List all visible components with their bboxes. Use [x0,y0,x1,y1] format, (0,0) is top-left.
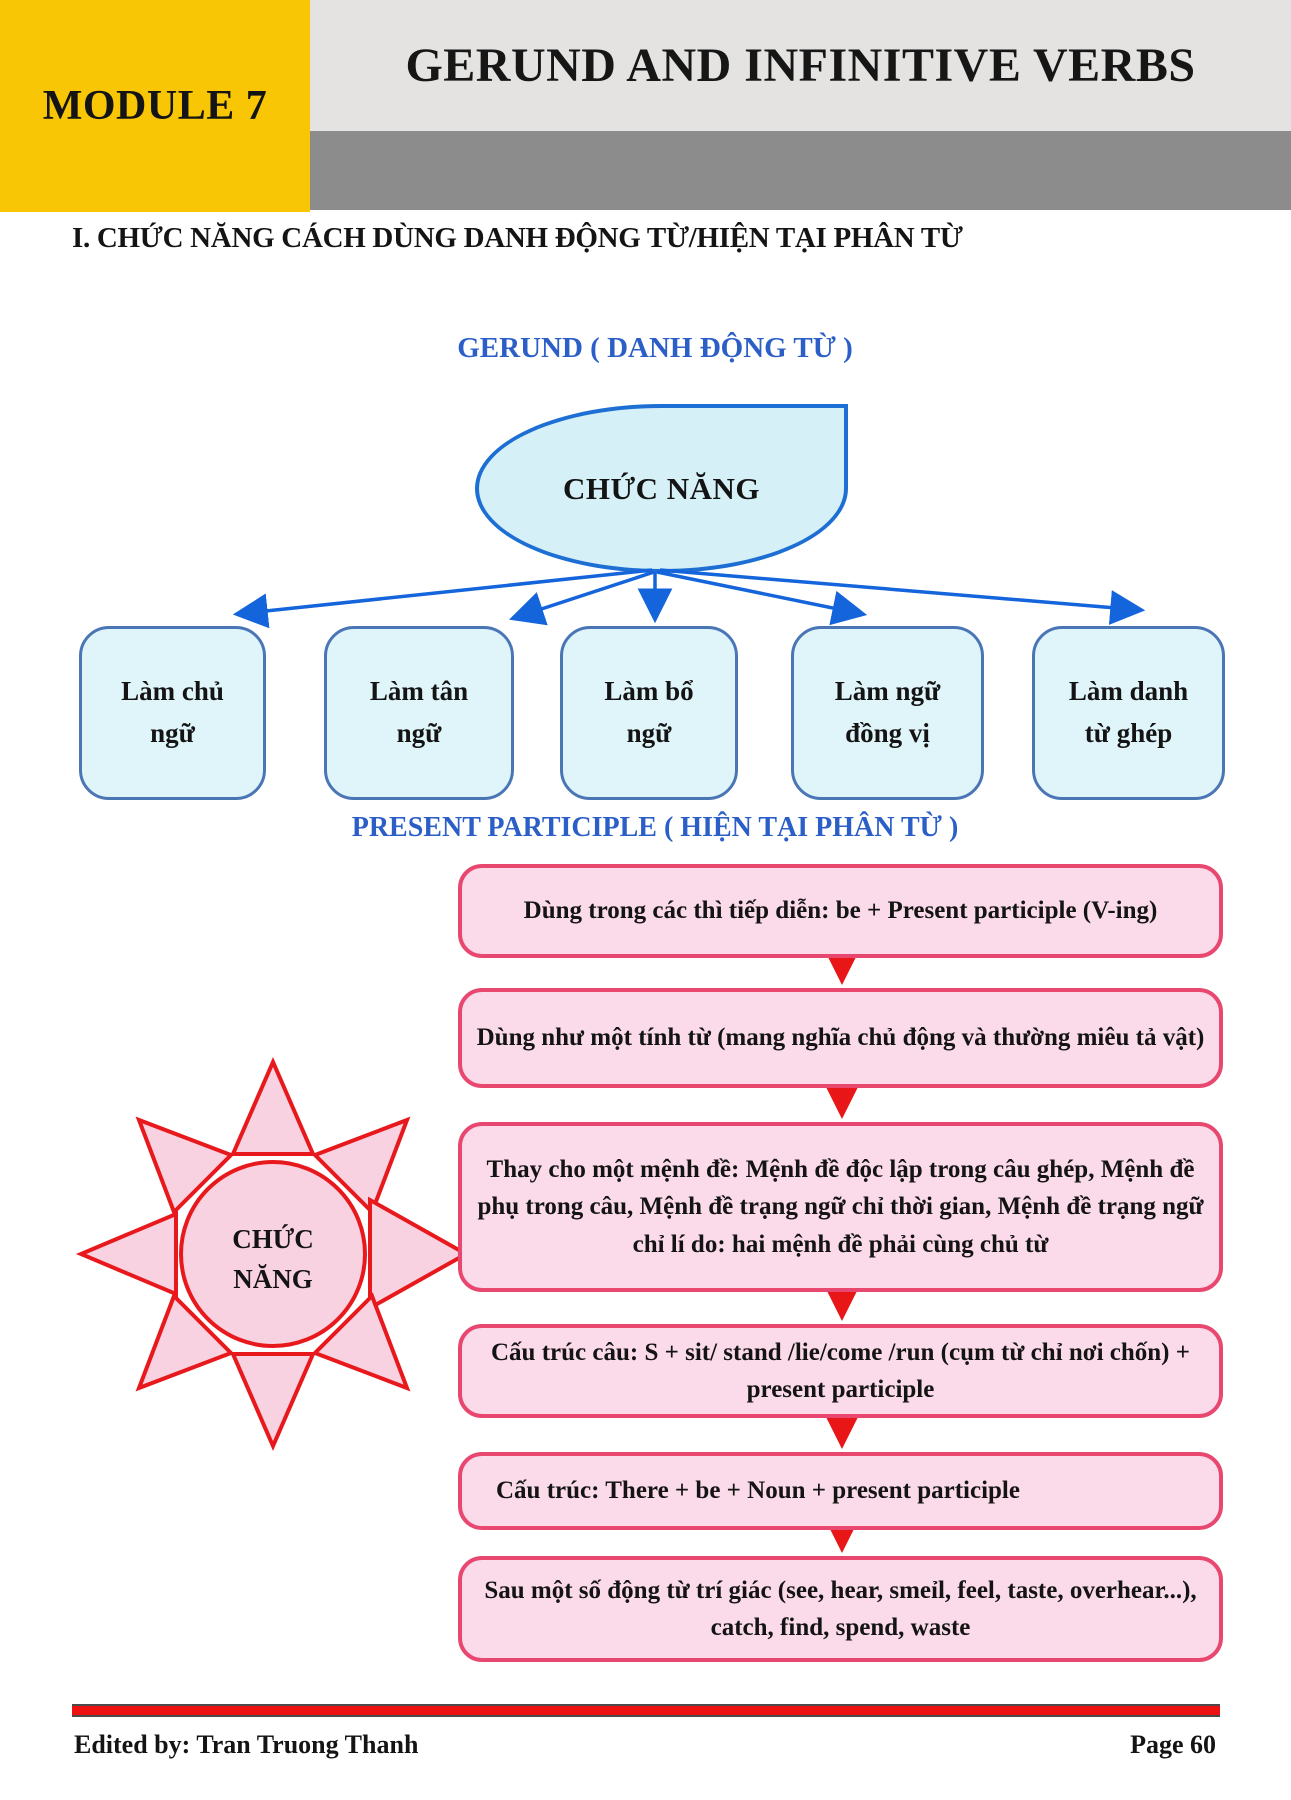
flow-box-1: Dùng trong các thì tiếp diễn: be + Prese… [458,864,1223,958]
flow-box-text: Dùng như một tính từ (mang nghĩa chủ độn… [476,1024,1205,1052]
sun-ray-se [311,1292,411,1392]
page-title: GERUND AND INFINITIVE VERBS [405,39,1196,92]
function-box-label: ngữ [626,718,672,748]
section-heading: I. CHỨC NĂNG CÁCH DÙNG DANH ĐỘNG TỪ/HIỆN… [72,222,963,254]
gerund-heading: GERUND ( DANH ĐỘNG TỪ ) [457,332,853,364]
sun-label-line1: CHỨC [232,1224,314,1254]
sun-circle [179,1160,367,1348]
sun-ray-e-arrow [368,1196,471,1312]
arrow-to-object-box [509,570,655,626]
sun-ray-s [229,1352,317,1452]
header-dark-band [310,131,1291,210]
function-box-label: Làm bổ [604,676,694,707]
sun-ray-nw [135,1116,235,1216]
gerund-bubble-label: CHỨC NĂNG [562,470,761,506]
gerund-fan-arrows [232,568,1146,629]
sun-label-line2: NĂNG [233,1264,313,1294]
function-box-label: ngữ [150,718,195,748]
flow-box-4: Cấu trúc câu: S + sit/ stand /lie/come /… [458,1324,1223,1418]
present-participle-heading: PRESENT PARTICIPLE ( HIỆN TẠI PHÂN TỪ ) [351,812,959,843]
flow-box-text: Thay cho một mệnh đề: Mệnh đề độc lập tr… [477,1155,1204,1258]
flow-box-text: Cấu trúc câu: S + sit/ stand /lie/come /… [491,1338,1190,1404]
sun-diagram [75,1056,471,1452]
flow-box-text: Sau một số động từ trí giác (see, hear, … [484,1576,1197,1642]
function-box-label: đồng vị [845,718,930,748]
function-box-label: Làm danh [1068,676,1189,707]
function-box-complement: Làm bổ ngữ [560,626,738,800]
sun-ray-sw [135,1292,235,1392]
header-title-band: GERUND AND INFINITIVE VERBS [310,0,1291,131]
function-box-compound-noun: Làm danh từ ghép [1032,626,1225,800]
function-box-label: Làm chủ [121,676,224,707]
flow-box-3: Thay cho một mệnh đề: Mệnh đề độc lập tr… [458,1122,1223,1292]
function-box-label: ngữ [396,718,442,748]
function-box-label: Làm tân [369,676,469,707]
flow-box-text: Cấu trúc: There + be + Noun + present pa… [496,1477,1020,1505]
sun-ray-w [75,1210,178,1298]
flow-box-text: Dùng trong các thì tiếp diễn: be + Prese… [523,897,1158,925]
function-box-object: Làm tân ngữ [324,626,514,800]
flow-box-5: Cấu trúc: There + be + Noun + present pa… [458,1452,1223,1530]
arrow-to-compound-noun-box [659,568,1146,625]
flow-box-6: Sau một số động từ trí giác (see, hear, … [458,1556,1223,1662]
gerund-function-bubble: CHỨC NĂNG [475,404,848,573]
footer-edited-by: Edited by: Tran Truong Thanh [74,1730,419,1759]
arrow-to-appositive-box [656,570,868,626]
flow-box-2: Dùng như một tính từ (mang nghĩa chủ độn… [458,988,1223,1088]
footer-page-number: Page 60 [1130,1730,1216,1759]
function-box-appositive: Làm ngữ đồng vị [791,626,984,800]
function-box-subject: Làm chủ ngữ [79,626,266,800]
function-box-label: Làm ngữ [834,676,941,707]
sun-ray-n [229,1056,317,1156]
module-badge: MODULE 7 [0,0,310,212]
module-label: MODULE 7 [42,83,268,129]
sun-ray-ne [311,1116,411,1216]
function-box-label: từ ghép [1084,718,1173,748]
footer-rule [72,1704,1220,1717]
arrow-to-subject-box [232,568,653,629]
